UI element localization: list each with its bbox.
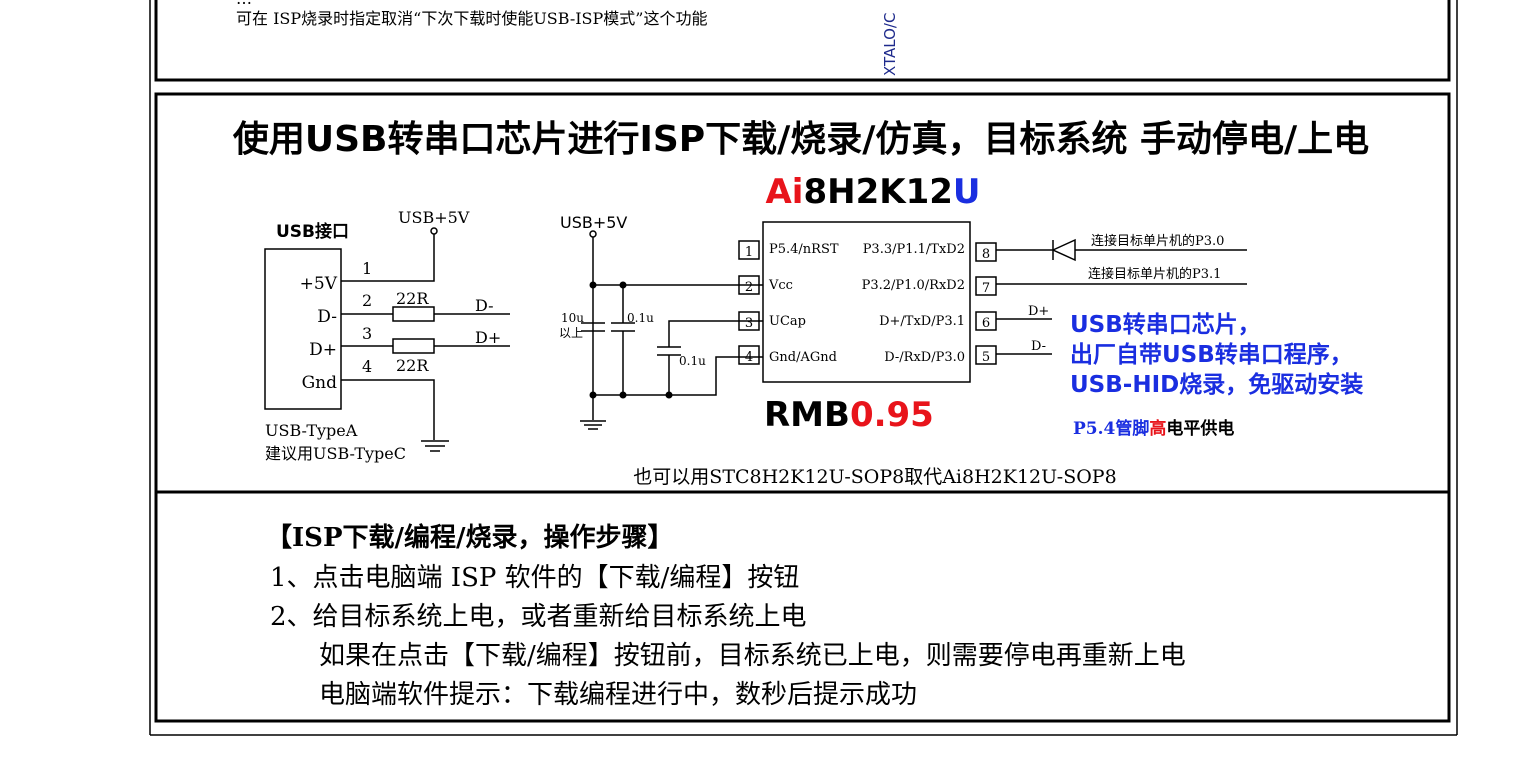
chip-name: Ai8H2K12U bbox=[765, 172, 980, 212]
chip-pin-num-1: 1 bbox=[745, 245, 753, 260]
usb-pin-label-1: +5V bbox=[300, 274, 338, 294]
mcu-chip: 1 2 3 4 P5.4/nRST Vcc UCap Gnd/AGnd 8 7 … bbox=[738, 221, 997, 383]
resistor-dminus bbox=[392, 306, 435, 322]
net-dplus-usb: D+ bbox=[475, 328, 501, 347]
usb-pin-label-3: D+ bbox=[309, 340, 337, 360]
usb-pin-label-2: D- bbox=[317, 307, 337, 327]
chip-right-connections: 连接目标单片机的P3.0 连接目标单片机的P3.1 D+ D- bbox=[996, 233, 1247, 355]
chip-name-middle: 8H2K12 bbox=[803, 172, 952, 212]
resistor-top-value: 22R bbox=[396, 289, 429, 308]
cap1-value: 10u bbox=[561, 311, 584, 325]
step-line-2: 2、给目标系统上电，或者重新给目标系统上电 bbox=[270, 602, 807, 632]
connect-p31-label: 连接目标单片机的P3.1 bbox=[1088, 266, 1221, 282]
chip-name-prefix: Ai bbox=[765, 172, 803, 212]
chip-name-suffix: U bbox=[953, 172, 981, 212]
p54-note-c: 电平供电 bbox=[1166, 418, 1234, 439]
usb-pin-num-4: 4 bbox=[362, 357, 372, 376]
p54-note-b: 高 bbox=[1149, 418, 1166, 439]
step-line-3: 如果在点击【下载/编程】按钮前，目标系统已上电，则需要停电再重新上电 bbox=[319, 641, 1186, 671]
usb-recommend-label: 建议用USB-TypeC bbox=[265, 444, 406, 463]
xtalo-vertical-label: XTALO/C bbox=[881, 13, 899, 76]
chip-pin-label-2: Vcc bbox=[768, 278, 793, 293]
cap2-value: 0.1u bbox=[627, 311, 654, 325]
diode-symbol bbox=[1051, 238, 1076, 262]
chip-pin-num-3: 3 bbox=[745, 316, 753, 331]
top-note-line: 可在 ISP烧录时指定取消“下次下载时使能USB-ISP模式”这个功能 bbox=[236, 9, 707, 28]
usb-pin-num-2: 2 bbox=[362, 291, 372, 310]
chip-pin-num-5: 5 bbox=[982, 350, 990, 365]
alt-chip-note: 也可以用STC8H2K12U-SOP8取代Ai8H2K12U-SOP8 bbox=[633, 466, 1116, 488]
chip-body bbox=[762, 221, 971, 383]
page-frame bbox=[149, 0, 1458, 736]
resistor-dplus bbox=[392, 338, 435, 354]
cap3-value: 0.1u bbox=[679, 354, 706, 368]
usb-power-label: USB+5V bbox=[398, 208, 470, 227]
usb-pin-label-4: Gnd bbox=[302, 373, 338, 393]
connect-p30-label: 连接目标单片机的P3.0 bbox=[1091, 233, 1224, 249]
chip-pin-label-1: P5.4/nRST bbox=[769, 242, 839, 257]
chip-pin-label-4: Gnd/AGnd bbox=[769, 350, 837, 365]
feature-line-2: 出厂自带USB转串口程序， bbox=[1070, 341, 1353, 368]
chip-price: RMB0.95 bbox=[764, 395, 934, 435]
chip-pin-label-8: P3.3/P1.1/TxD2 bbox=[863, 242, 965, 257]
p54-note-a: P5.4管脚 bbox=[1073, 418, 1149, 439]
resistor-bottom-value: 22R bbox=[396, 356, 429, 375]
chip-pin-label-6: D+/TxD/P3.1 bbox=[879, 314, 965, 329]
power-decoupling: USB+5V 10u 以上 0.1u 0.1u bbox=[559, 213, 763, 430]
usb-interface-title: USB接口 bbox=[276, 221, 349, 242]
chip-pin-num-6: 6 bbox=[982, 316, 990, 331]
chip-power-label: USB+5V bbox=[560, 213, 627, 232]
chip-pin-num-7: 7 bbox=[982, 281, 990, 296]
chip-pin-label-5: D-/RxD/P3.0 bbox=[884, 350, 965, 365]
main-title: 使用USB转串口芯片进行ISP下载/烧录/仿真，目标系统 手动停电/上电 bbox=[233, 119, 1369, 160]
net-dminus-chip: D- bbox=[1031, 339, 1046, 354]
usb-type-label: USB-TypeA bbox=[265, 421, 358, 440]
feature-line-1: USB转串口芯片， bbox=[1070, 311, 1261, 338]
net-dplus-chip: D+ bbox=[1028, 304, 1049, 319]
feature-line-3: USB-HID烧录，免驱动安装 bbox=[1070, 371, 1363, 398]
chip-pin-label-7: P3.2/P1.0/RxD2 bbox=[862, 278, 965, 293]
step-line-1: 1、点击电脑端 ISP 软件的【下载/编程】按钮 bbox=[270, 563, 799, 593]
net-dminus-usb: D- bbox=[475, 296, 494, 315]
chip-pin-num-4: 4 bbox=[745, 350, 753, 365]
top-partial-line: … bbox=[236, 0, 252, 8]
price-prefix: RMB bbox=[764, 395, 850, 435]
usb-pin-num-3: 3 bbox=[362, 324, 372, 343]
usb-connector-body bbox=[264, 248, 342, 410]
chip-pin-num-2: 2 bbox=[745, 280, 753, 295]
usb-pin-num-1: 1 bbox=[362, 259, 372, 278]
step-line-4: 电脑端软件提示：下载编程进行中，数秒后提示成功 bbox=[319, 680, 917, 710]
price-value: 0.95 bbox=[850, 395, 934, 435]
chip-pin-label-3: UCap bbox=[769, 314, 806, 329]
steps-heading: 【ISP下载/编程/烧录，操作步骤】 bbox=[266, 522, 673, 553]
p54-note: P5.4管脚高电平供电 bbox=[1073, 418, 1234, 439]
cap1-note: 以上 bbox=[559, 326, 583, 340]
usb-connector: USB接口 +5V D- D+ Gnd 1 2 3 4 USB+5V 22R D… bbox=[264, 208, 510, 463]
chip-pin-num-8: 8 bbox=[982, 247, 990, 262]
